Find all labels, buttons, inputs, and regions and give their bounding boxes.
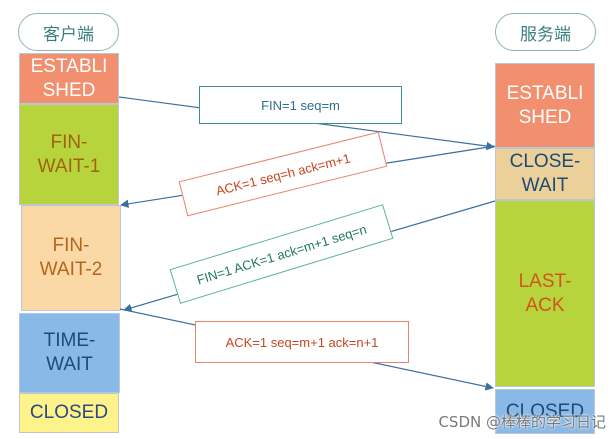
client-state-fin-wait-1: FIN- WAIT-1 [19, 104, 119, 205]
client-title: 客户端 [18, 13, 119, 51]
client-state-fin-wait-2: FIN- WAIT-2 [21, 205, 121, 311]
watermark: CSDN @棒棒的学习日记 [438, 413, 606, 431]
server-state-established: ESTABLI SHED [495, 63, 595, 148]
message-ack-2: ACK=1 seq=m+1 ack=n+1 [195, 321, 409, 363]
server-state-last-ack: LAST- ACK [495, 200, 595, 387]
client-state-time-wait: TIME- WAIT [19, 313, 120, 393]
server-state-closed: CLOSED [495, 389, 595, 434]
server-state-close-wait: CLOSE- WAIT [495, 148, 595, 200]
server-title: 服务端 [495, 13, 596, 51]
client-state-closed: CLOSED [19, 393, 119, 433]
message-fin-1: FIN=1 seq=m [199, 86, 402, 124]
client-state-established: ESTABLI SHED [19, 53, 119, 104]
